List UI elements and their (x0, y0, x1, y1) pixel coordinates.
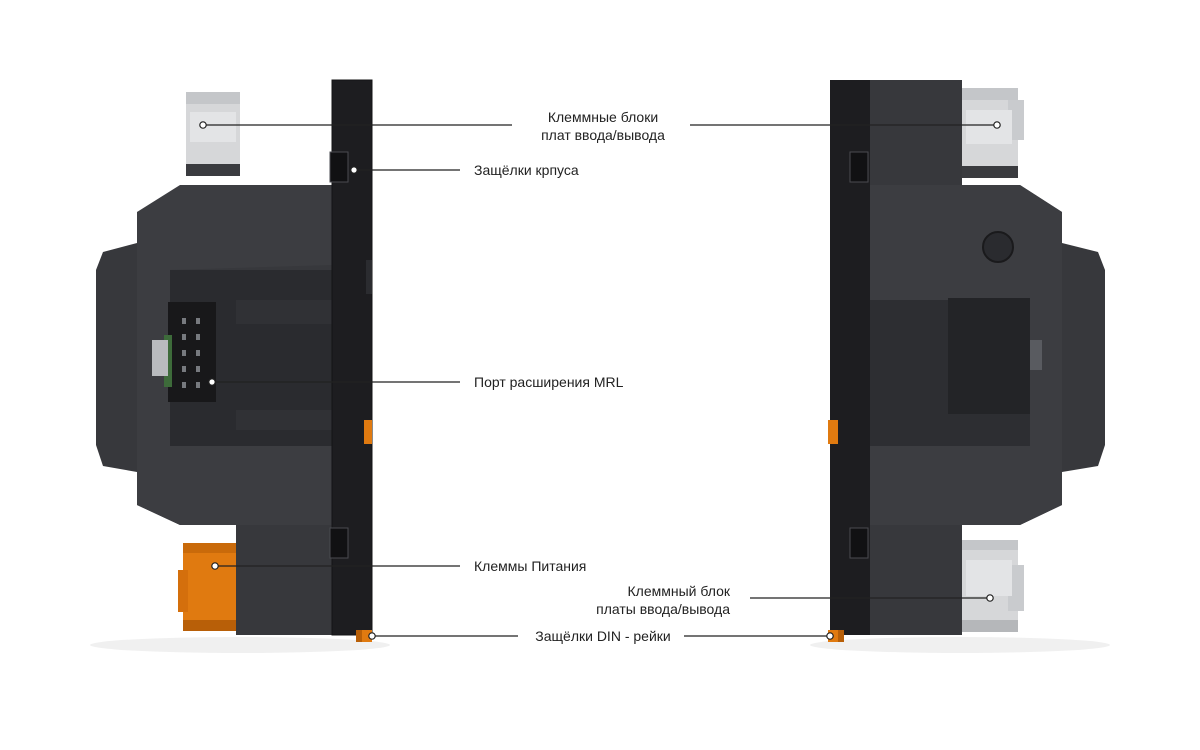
right-cover-block (948, 298, 1030, 414)
left-din-latch-top (364, 420, 372, 444)
left-floor-shadow (90, 637, 390, 653)
dot-case-latches (350, 166, 358, 174)
left-housing-panel (137, 185, 332, 525)
left-device (90, 79, 390, 653)
dot-io-block-single (986, 594, 994, 602)
left-mrl-port (164, 302, 216, 402)
leader-endpoints (199, 121, 1001, 640)
dot-din-right (826, 632, 834, 640)
left-power-terminal (178, 543, 240, 631)
right-device (810, 80, 1110, 653)
dot-io-blocks-left (199, 121, 207, 129)
label-io-terminal-blocks: Клеммные блоки плат ввода/вывода (541, 109, 665, 143)
left-latch-window-top (329, 151, 349, 183)
right-bottom-io-terminal-block (962, 540, 1024, 632)
dot-io-blocks-right (993, 121, 1001, 129)
right-latch-window-top (849, 151, 869, 183)
dot-power-terminals (211, 562, 219, 570)
right-floor-shadow (810, 637, 1110, 653)
label-case-latches: Защёлки крпуса (474, 162, 579, 178)
dot-din-left (368, 632, 376, 640)
right-top-io-terminal-block (962, 88, 1024, 178)
label-io-terminal-block: Клеммный блок платы ввода/вывода (596, 583, 730, 617)
right-latch-window-bottom (849, 527, 869, 559)
label-din-latches: Защёлки DIN - рейки (535, 628, 671, 644)
label-power-terminals: Клеммы Питания (474, 558, 587, 574)
left-top-io-terminal-block (186, 92, 240, 176)
label-mrl-port: Порт расширения MRL (474, 374, 624, 390)
leader-lines (203, 124, 997, 637)
right-din-latch-top (828, 420, 838, 444)
right-round-button (982, 231, 1014, 263)
left-latch-window-bottom (329, 527, 349, 559)
dot-mrl-port (208, 378, 216, 386)
